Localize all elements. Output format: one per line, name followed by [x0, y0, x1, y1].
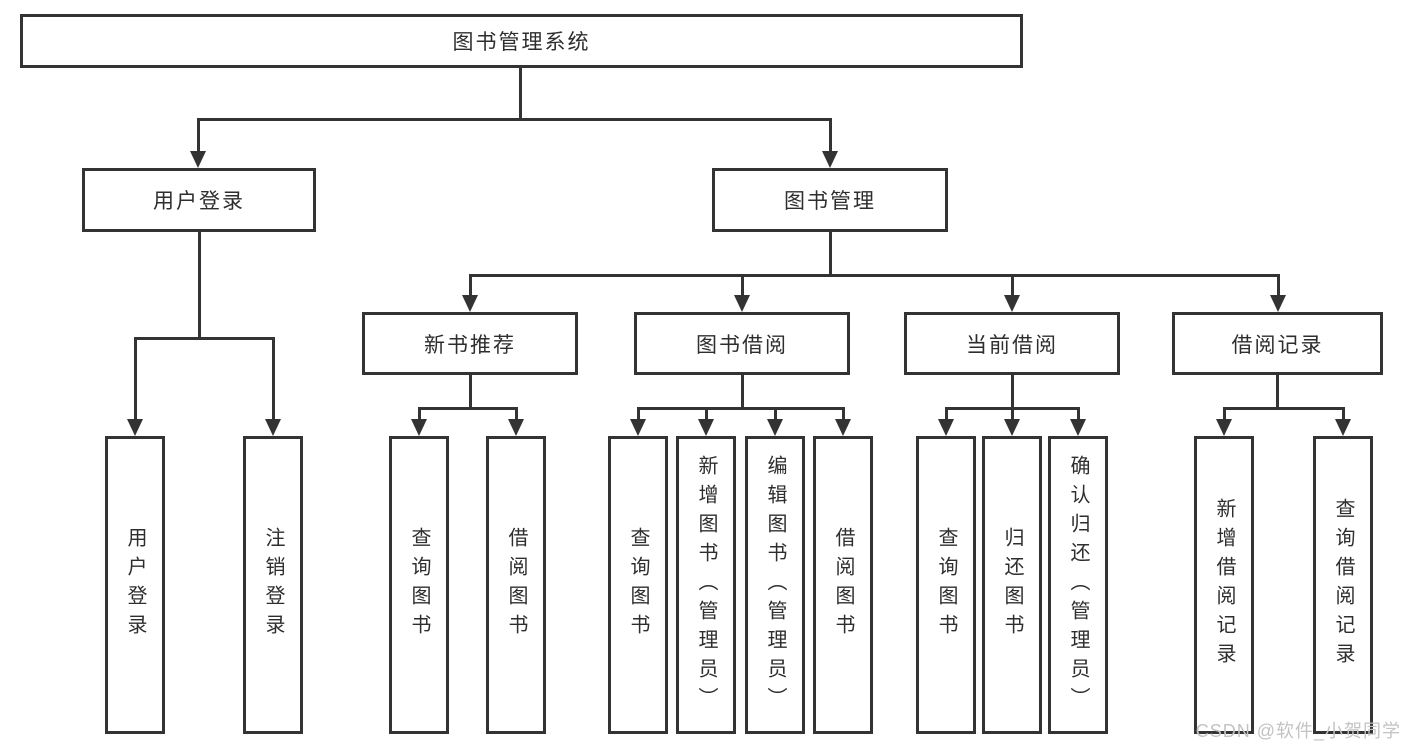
- leaf-user-login-label: 用户登录: [124, 527, 146, 643]
- leaf-borrow-books-newbook: 借阅图书: [486, 436, 546, 734]
- leaf-edit-books-admin: 编辑图书（管理员）: [745, 436, 805, 734]
- leaf-borrow-books: 借阅图书: [813, 436, 873, 734]
- connector-book-management-stem: [829, 232, 832, 276]
- node-book-management: 图书管理: [712, 168, 948, 232]
- arrowhead-to-leaf: [411, 419, 427, 436]
- node-book-borrow: 图书借阅: [634, 312, 850, 375]
- arrowhead-to-new-book: [462, 295, 478, 312]
- leaf-label: 查询图书: [935, 527, 957, 643]
- connector-arrow-shaft: [197, 118, 200, 154]
- arrowhead-to-leaf: [508, 419, 524, 436]
- connector-arrow-shaft: [1011, 274, 1014, 297]
- node-borrow-record: 借阅记录: [1172, 312, 1383, 375]
- leaf-query-books-newbook: 查询图书: [389, 436, 449, 734]
- node-book-borrow-label: 图书借阅: [696, 333, 788, 357]
- node-new-book-recommend: 新书推荐: [362, 312, 578, 375]
- leaf-label: 借阅图书: [832, 527, 854, 643]
- csdn-watermark: CSDN @软件_小贺同学: [1195, 721, 1401, 741]
- connector-arrow-shaft: [842, 407, 845, 421]
- leaf-logout-label: 注销登录: [262, 527, 284, 643]
- leaf-label: 新增借阅记录: [1213, 498, 1235, 672]
- leaf-logout: 注销登录: [243, 436, 303, 734]
- connector-arrow-shaft: [1077, 407, 1080, 421]
- connector-arrow-shaft: [272, 337, 275, 422]
- connector-arrow-shaft: [1011, 407, 1014, 421]
- connector-borrow-record-stem: [1276, 375, 1279, 409]
- connector-arrow-shaft: [829, 118, 832, 154]
- connector-new-book-branch: [418, 407, 518, 410]
- connector-arrow-shaft: [774, 407, 777, 421]
- arrowhead-to-leaf: [1216, 419, 1232, 436]
- connector-arrow-shaft: [515, 407, 518, 421]
- arrowhead-to-leaf: [1004, 419, 1020, 436]
- arrowhead-to-leaf: [1070, 419, 1086, 436]
- connector-user-login-branch: [134, 337, 275, 340]
- leaf-return-books: 归还图书: [982, 436, 1042, 734]
- arrowhead-to-leaf-user-login: [127, 419, 143, 436]
- node-borrow-record-label: 借阅记录: [1231, 333, 1324, 357]
- connector-current-borrow-stem: [1011, 375, 1014, 409]
- connector-arrow-shaft: [134, 337, 137, 422]
- leaf-add-borrow-record: 新增借阅记录: [1194, 436, 1254, 734]
- node-new-book-label: 新书推荐: [424, 333, 516, 357]
- node-user-login: 用户登录: [82, 168, 316, 232]
- arrowhead-to-leaf: [835, 419, 851, 436]
- leaf-confirm-return-admin: 确认归还（管理员）: [1048, 436, 1108, 734]
- leaf-label: 查询图书: [408, 527, 430, 643]
- connector-borrow-record-branch: [1223, 407, 1345, 410]
- connector-arrow-shaft: [418, 407, 421, 421]
- node-book-management-label: 图书管理: [784, 190, 876, 213]
- connector-root-stem: [519, 68, 522, 121]
- connector-arrow-shaft: [637, 407, 640, 421]
- connector-arrow-shaft: [1277, 274, 1280, 297]
- arrowhead-to-book-borrow: [734, 295, 750, 312]
- arrowhead-to-leaf: [938, 419, 954, 436]
- connector-arrow-shaft: [741, 274, 744, 297]
- leaf-user-login: 用户登录: [105, 436, 165, 734]
- leaf-query-books-borrow: 查询图书: [608, 436, 668, 734]
- leaf-add-books-admin: 新增图书（管理员）: [676, 436, 736, 734]
- arrowhead-to-leaf: [630, 419, 646, 436]
- leaf-label: 归还图书: [1001, 527, 1023, 643]
- connector-book-borrow-stem: [741, 375, 744, 409]
- connector-arrow-shaft: [945, 407, 948, 421]
- connector-root-branch: [197, 118, 832, 121]
- connector-arrow-shaft: [705, 407, 708, 421]
- arrowhead-to-leaf-logout: [265, 419, 281, 436]
- node-user-login-label: 用户登录: [153, 190, 245, 213]
- leaf-query-books-current: 查询图书: [916, 436, 976, 734]
- node-root-library-system: 图书管理系统: [20, 14, 1023, 68]
- arrowhead-to-borrow-record: [1270, 295, 1286, 312]
- arrowhead-to-leaf: [1335, 419, 1351, 436]
- connector-arrow-shaft: [469, 274, 472, 297]
- leaf-label: 借阅图书: [505, 527, 527, 643]
- arrowhead-to-leaf: [698, 419, 714, 436]
- leaf-label: 查询图书: [627, 527, 649, 643]
- arrowhead-to-user-login: [190, 151, 206, 168]
- arrowhead-to-current-borrow: [1004, 295, 1020, 312]
- node-current-borrow-label: 当前借阅: [966, 333, 1058, 357]
- connector-book-management-branch: [469, 274, 1280, 277]
- leaf-label: 编辑图书（管理员）: [764, 454, 786, 716]
- leaf-label: 查询借阅记录: [1332, 498, 1354, 672]
- arrowhead-to-leaf: [767, 419, 783, 436]
- leaf-label: 确认归还（管理员）: [1067, 454, 1089, 716]
- node-root-label: 图书管理系统: [452, 31, 591, 54]
- leaf-query-borrow-record: 查询借阅记录: [1313, 436, 1373, 734]
- leaf-label: 新增图书（管理员）: [695, 454, 717, 716]
- connector-book-borrow-branch: [637, 407, 845, 410]
- connector-new-book-stem: [469, 375, 472, 409]
- connector-arrow-shaft: [1223, 407, 1226, 421]
- connector-user-login-stem: [198, 232, 201, 338]
- node-current-borrow: 当前借阅: [904, 312, 1120, 375]
- arrowhead-to-book-management: [822, 151, 838, 168]
- connector-arrow-shaft: [1342, 407, 1345, 421]
